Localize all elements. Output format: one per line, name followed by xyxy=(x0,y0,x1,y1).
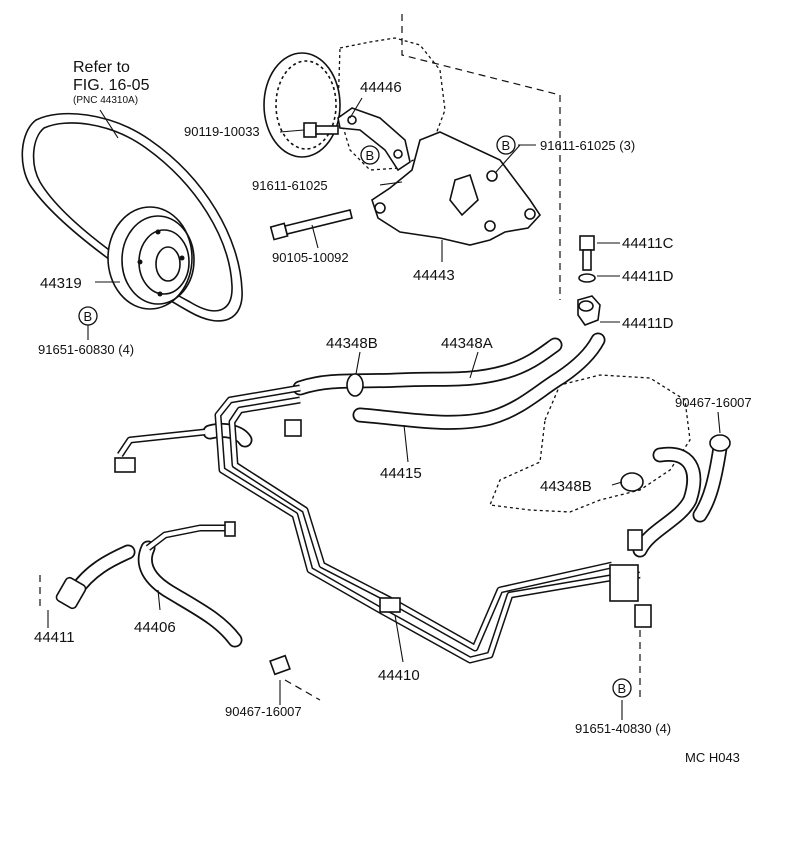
svg-text:B: B xyxy=(618,681,627,696)
drive-belt xyxy=(21,112,243,322)
union-fitting-44411D xyxy=(577,295,601,326)
label-90105-10092: 90105-10092 xyxy=(272,250,349,265)
pump-pulley xyxy=(107,206,195,310)
reference-line-3: (PNC 44310A) xyxy=(73,95,138,106)
label-44348B-upper: 44348B xyxy=(326,335,378,352)
label-44319: 44319 xyxy=(40,275,82,292)
clamps xyxy=(114,373,731,676)
bolt-90105 xyxy=(269,209,353,241)
label-90119-10033: 90119-10033 xyxy=(184,124,260,139)
label-91651-60830-4: 91651-60830 (4) xyxy=(38,342,134,357)
label-91611-61025: 91611-61025 xyxy=(252,178,328,193)
label-44348B-lower: 44348B xyxy=(540,478,592,495)
reference-line-1: Refer to xyxy=(73,59,130,76)
svg-text:B: B xyxy=(366,148,375,163)
return-hose-44415 xyxy=(352,332,606,430)
callout-b-icon: B xyxy=(612,678,632,698)
label-44411D-washer: 44411D xyxy=(622,268,674,285)
pipe-44406-upper xyxy=(145,521,236,551)
hose-44411 xyxy=(55,544,136,610)
diagram-code: MC H043 xyxy=(685,750,740,765)
washer-44411D xyxy=(578,273,596,283)
svg-text:B: B xyxy=(502,138,511,153)
label-44410: 44410 xyxy=(378,667,420,684)
label-44348A: 44348A xyxy=(441,335,493,352)
cooler-pipe-44410 xyxy=(117,384,641,664)
hose-right xyxy=(632,440,728,558)
label-44411C: 44411C xyxy=(622,235,674,252)
reference-line-2: FIG. 16-05 xyxy=(73,77,150,94)
callout-b-icon: B xyxy=(496,135,516,155)
hose-left-upper xyxy=(202,422,253,448)
label-90467-16007-left: 90467-16007 xyxy=(225,704,302,719)
bolt-90119 xyxy=(303,122,339,138)
callout-b-icon: B xyxy=(360,145,380,165)
dashed-guides xyxy=(39,14,641,701)
leader-lines xyxy=(47,97,721,720)
label-44443: 44443 xyxy=(413,267,455,284)
label-44446: 44446 xyxy=(360,79,402,96)
label-44415: 44415 xyxy=(380,465,422,482)
bracket-44443 xyxy=(371,131,542,246)
label-90467-16007-right: 90467-16007 xyxy=(675,395,752,410)
svg-text:B: B xyxy=(84,309,93,324)
bracket-44446 xyxy=(337,107,411,172)
label-44411D-union: 44411D xyxy=(622,315,674,332)
pressure-hose-44348A xyxy=(292,337,563,396)
label-91611-61025-3: 91611-61025 (3) xyxy=(540,138,635,153)
bolt-44411C xyxy=(579,235,595,271)
label-44406: 44406 xyxy=(134,619,176,636)
callout-b-icon: B xyxy=(78,306,98,326)
hose-44406 xyxy=(137,540,243,648)
label-91651-40830-4: 91651-40830 (4) xyxy=(575,721,671,736)
label-44411: 44411 xyxy=(34,629,75,646)
